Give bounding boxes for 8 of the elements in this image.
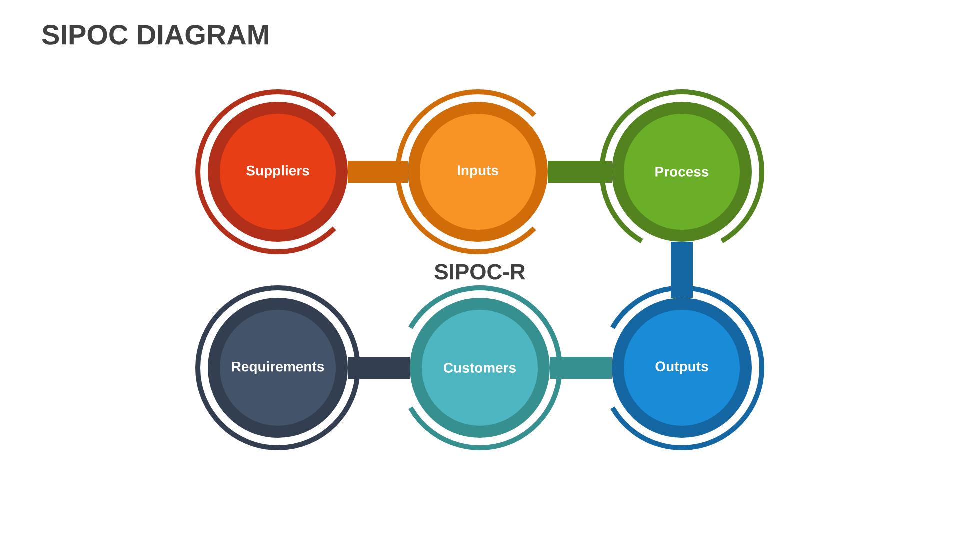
circle-node: Customers — [408, 286, 562, 450]
circle-node: Inputs — [396, 90, 548, 254]
title: SIPOC DIAGRAM — [42, 25, 268, 45]
circle-node: Process — [600, 90, 764, 244]
circle-node: Suppliers — [196, 90, 348, 254]
center-label: SIPOC-R — [434, 264, 526, 280]
circle-node: Outputs — [610, 286, 764, 450]
circle-node: Requirements — [196, 286, 360, 450]
